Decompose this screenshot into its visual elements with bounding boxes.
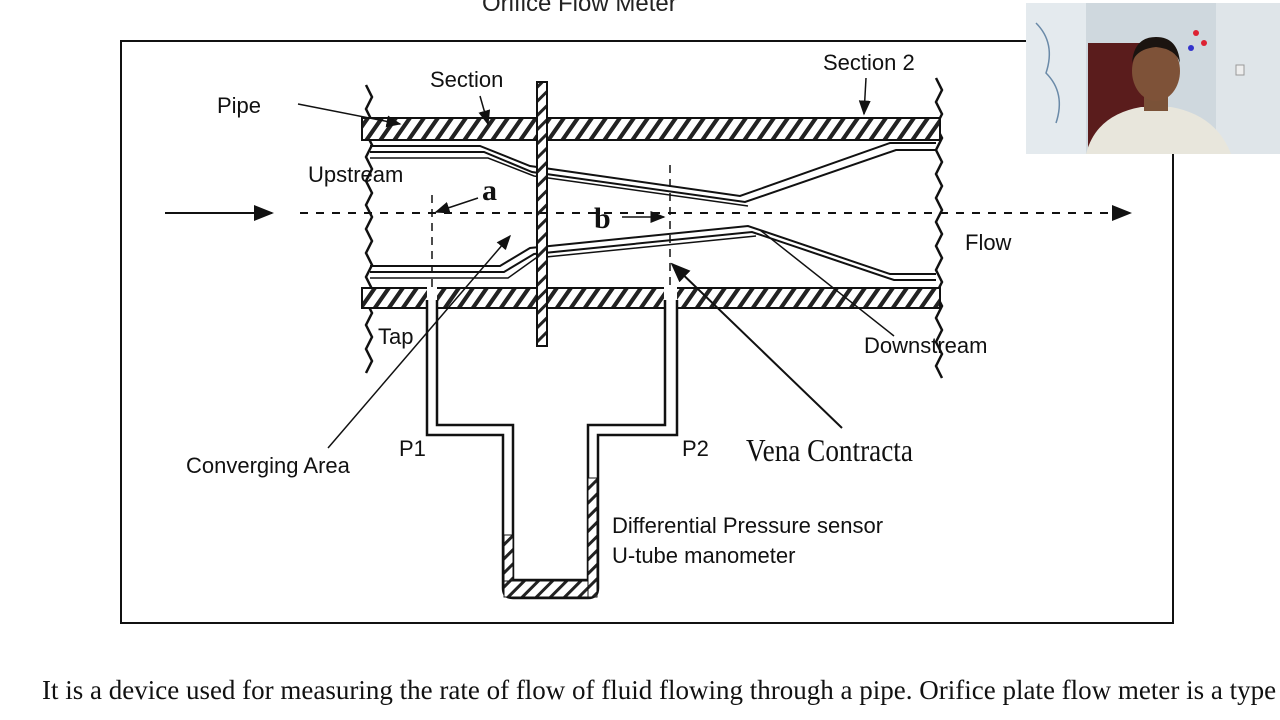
manometer-tube-outer bbox=[425, 300, 679, 600]
label-sensor-line2: U-tube manometer bbox=[612, 543, 796, 568]
label-converging-area: Converging Area bbox=[186, 453, 350, 478]
label-p2: P2 bbox=[682, 436, 709, 461]
label-b: b bbox=[594, 202, 611, 235]
slide-description: It is a device used for measuring the ra… bbox=[42, 675, 1278, 705]
diagram-frame bbox=[120, 40, 1174, 624]
label-a: a bbox=[482, 174, 497, 207]
manometer-fluid-right bbox=[587, 477, 598, 598]
manometer-fluid-bottom bbox=[503, 580, 598, 598]
presenter-webcam bbox=[1026, 3, 1280, 154]
label-section-1: Section bbox=[430, 67, 504, 92]
label-p1: P1 bbox=[399, 436, 426, 461]
pipe-wall-bottom bbox=[361, 287, 941, 309]
label-vena-contracta: Vena Contracta bbox=[746, 432, 913, 468]
manometer-tube-inner bbox=[435, 300, 667, 582]
slide-title: Orifice Flow Meter bbox=[482, 0, 677, 17]
label-sensor-line1: Differential Pressure sensor bbox=[612, 513, 884, 538]
pipe-wall-top bbox=[361, 117, 941, 141]
presenter-video-icon bbox=[1026, 3, 1280, 154]
label-flow: Flow bbox=[965, 230, 1012, 255]
label-downstream: Downstream bbox=[864, 333, 988, 358]
label-tap: Tap bbox=[378, 324, 414, 349]
label-pipe: Pipe bbox=[217, 93, 262, 118]
label-upstream: Upstream bbox=[308, 162, 404, 187]
label-section-2: Section 2 bbox=[823, 50, 915, 75]
